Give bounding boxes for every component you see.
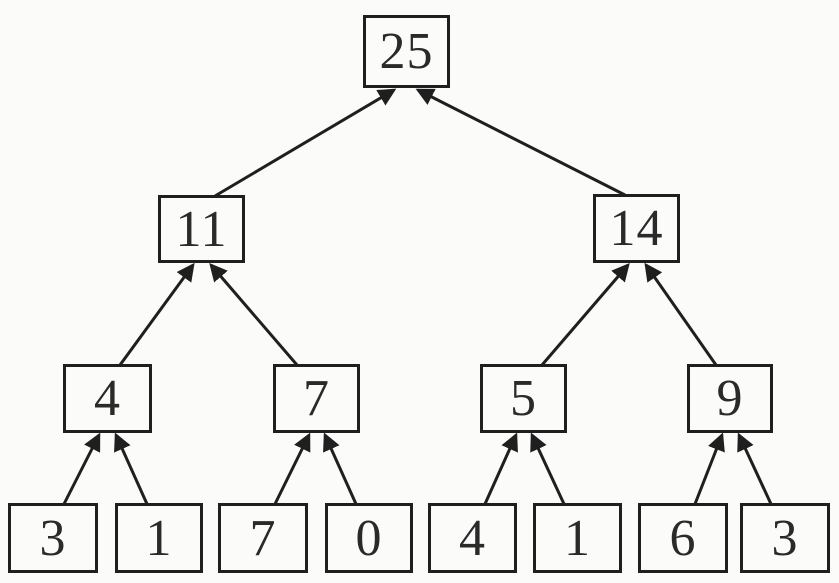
tree-node-11: 11 — [158, 195, 245, 263]
edge-3-to-4 — [62, 432, 101, 505]
edge-4-to-5 — [483, 432, 518, 505]
edge-9-to-14 — [644, 262, 718, 366]
tree-leaf-3b: 3 — [740, 503, 830, 573]
edge-1-to-5 — [530, 432, 566, 505]
edge-14-to-25 — [415, 88, 626, 197]
tree-node-4: 4 — [63, 364, 152, 433]
tree-node-5: 5 — [480, 364, 567, 433]
tree-leaf-7: 7 — [218, 503, 308, 573]
tree-leaf-4: 4 — [428, 503, 517, 573]
edge-7-to-7 — [273, 432, 311, 505]
tree-leaf-6: 6 — [638, 503, 728, 573]
tree-leaf-1b: 1 — [533, 503, 622, 573]
tree-leaf-0: 0 — [325, 503, 413, 573]
tree-node-9: 9 — [687, 364, 773, 433]
tree-leaf-1a: 1 — [115, 503, 203, 573]
edge-11-to-25 — [214, 88, 397, 198]
edge-4-to-11 — [118, 262, 195, 366]
edge-6-to-9 — [693, 432, 725, 505]
edge-1-to-4 — [114, 432, 149, 505]
tree-node-7: 7 — [273, 364, 360, 433]
edge-0-to-7 — [323, 432, 358, 505]
edge-3-to-9 — [737, 432, 773, 505]
tree-node-root: 25 — [363, 15, 450, 88]
edge-7-to-11 — [209, 262, 299, 366]
edge-5-to-14 — [540, 262, 630, 366]
tree-node-14: 14 — [593, 194, 680, 263]
tree-leaf-3a: 3 — [8, 503, 98, 573]
